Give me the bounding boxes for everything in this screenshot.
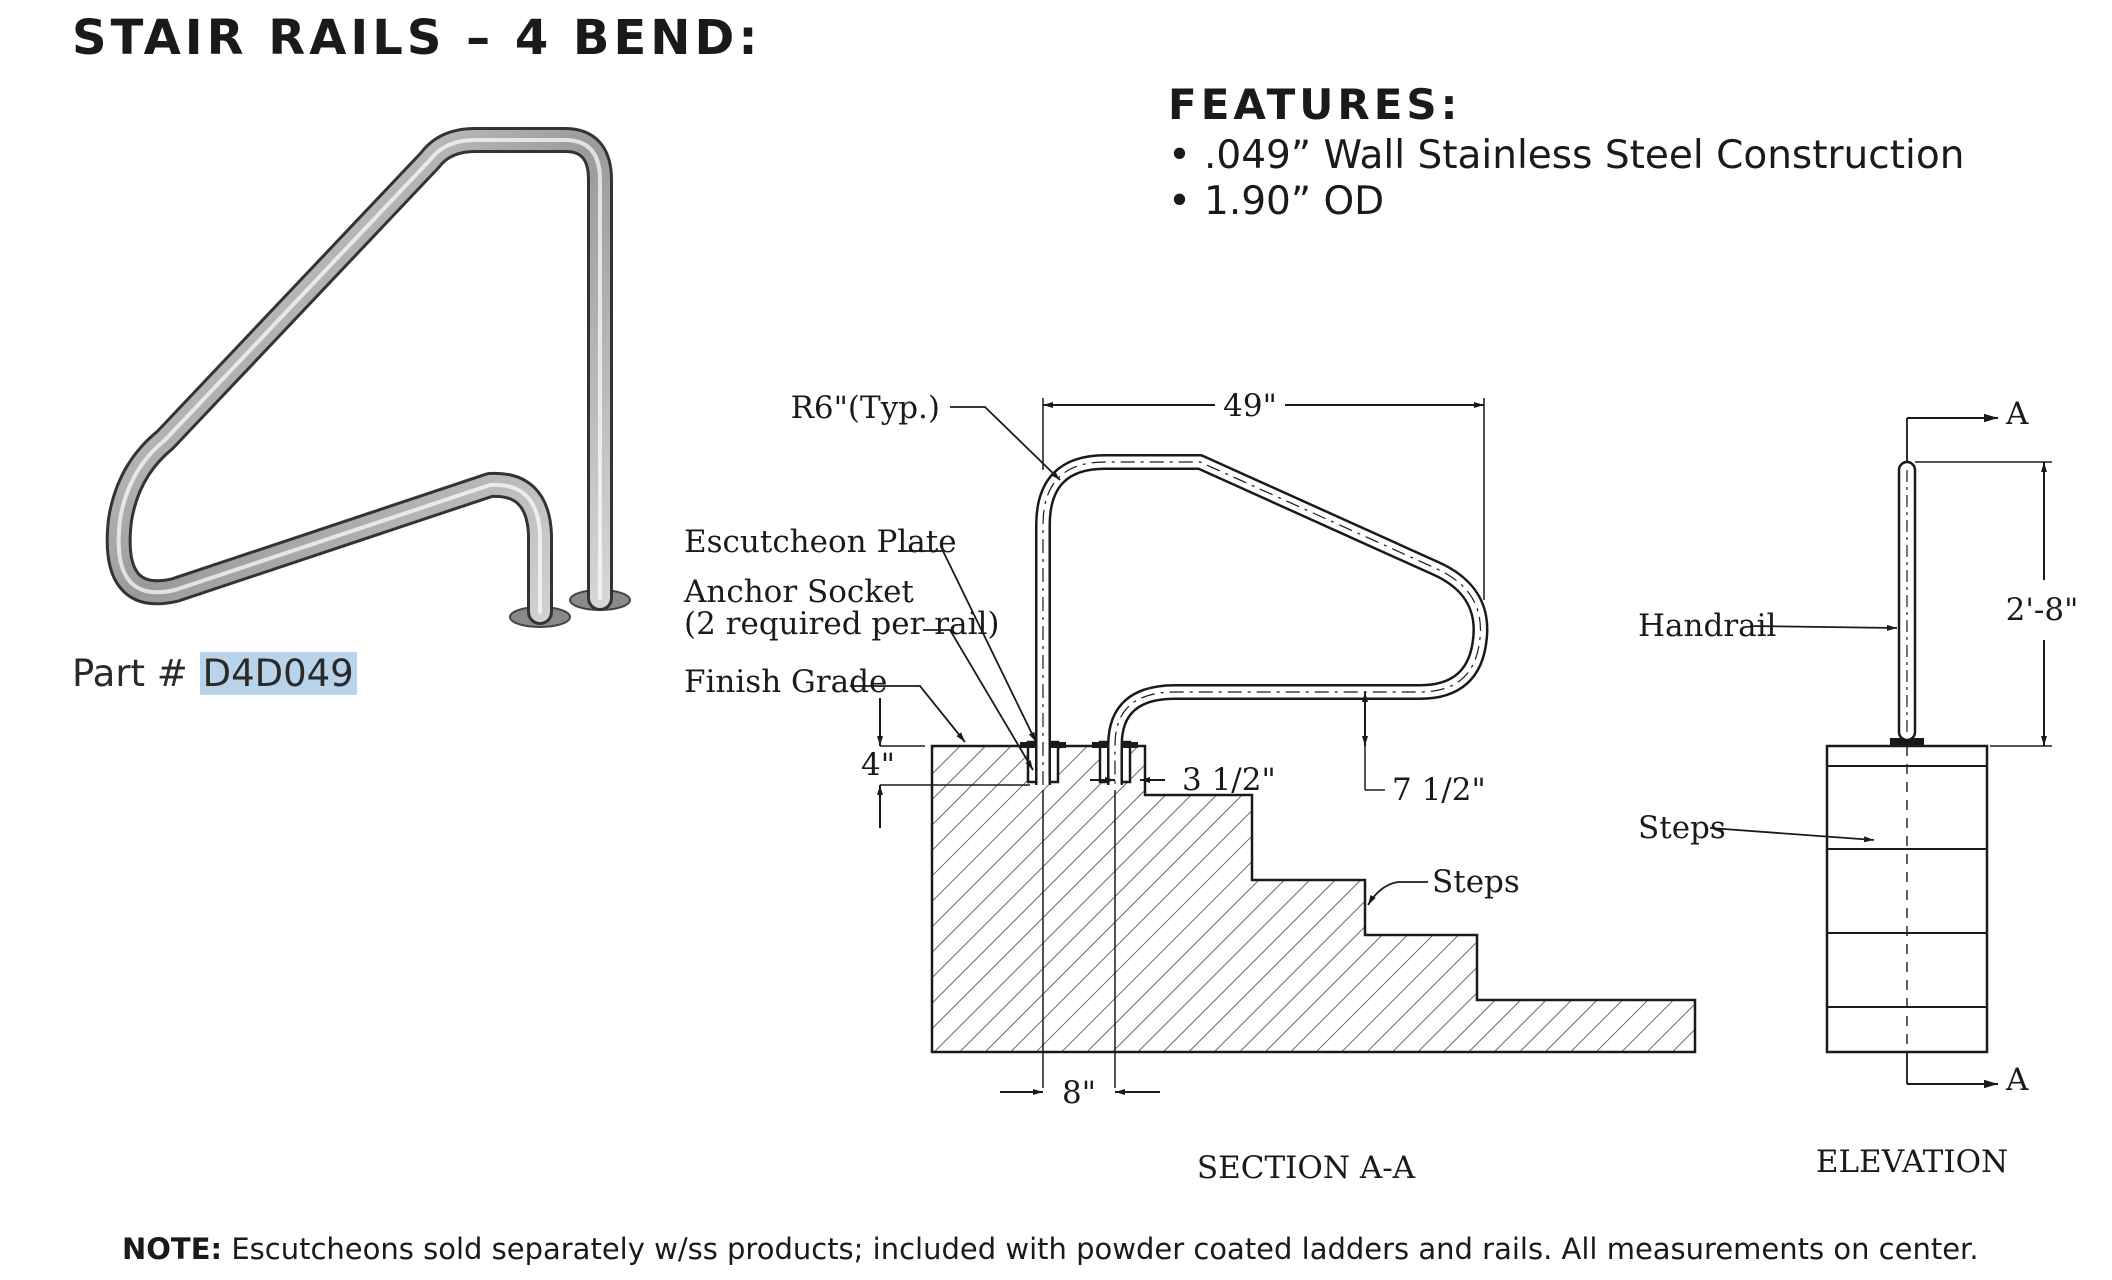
note-text: Escutcheons sold separately w/ss product… — [222, 1232, 1979, 1266]
feature-item-wall: .049” Wall Stainless Steel Construction — [1168, 133, 1964, 179]
anchor-note-label: (2 required per rail) — [684, 606, 1000, 642]
dim-setback-label: 3 1/2" — [1182, 762, 1276, 798]
dim-width-label: 49" — [1223, 388, 1277, 424]
concrete-steps — [930, 744, 1697, 1054]
features-list: .049” Wall Stainless Steel Construction … — [1168, 133, 1964, 225]
page-title: STAIR RAILS – 4 BEND: — [72, 10, 762, 66]
rail-photo — [105, 127, 631, 628]
elevation-drawing: A A 2'-8" Handrail Steps ELEVATION — [1638, 396, 2078, 1180]
features-box: FEATURES: .049” Wall Stainless Steel Con… — [1168, 80, 1964, 225]
part-number-value[interactable]: D4D049 — [199, 652, 357, 695]
dim-spacing-label: 8" — [1062, 1075, 1096, 1111]
part-label: Part # — [72, 652, 200, 695]
section-mark-top: A — [2005, 396, 2029, 432]
radius-label: R6"(Typ.) — [791, 390, 940, 426]
section-caption: SECTION A-A — [1197, 1150, 1416, 1186]
dim-height-label: 2'-8" — [2006, 592, 2079, 628]
escutcheon-label: Escutcheon Plate — [684, 524, 957, 560]
features-heading: FEATURES: — [1168, 80, 1462, 129]
note-label: NOTE: — [122, 1232, 223, 1266]
elevation-escutcheon — [1890, 738, 1924, 746]
elevation-caption: ELEVATION — [1816, 1144, 2008, 1180]
finish-grade-label: Finish Grade — [684, 664, 887, 700]
footer-note: NOTE: Escutcheons sold separately w/ss p… — [122, 1232, 1979, 1266]
handrail-label: Handrail — [1638, 608, 1776, 644]
dim-clearance-label: 7 1/2" — [1392, 772, 1486, 808]
part-number-line: Part # D4D049 — [72, 652, 357, 695]
dim-depth-label: 4" — [861, 747, 895, 783]
feature-item-od: 1.90” OD — [1168, 179, 1964, 225]
section-a-a-drawing: 49" R6"(Typ.) Escutcheon Plate Anchor So… — [683, 388, 1697, 1186]
section-steps-label: Steps — [1432, 864, 1520, 900]
anchor-label: Anchor Socket — [683, 574, 914, 610]
section-mark-bottom: A — [2005, 1062, 2029, 1098]
rail-profile — [1035, 454, 1489, 785]
elevation-steps-label: Steps — [1638, 810, 1726, 846]
